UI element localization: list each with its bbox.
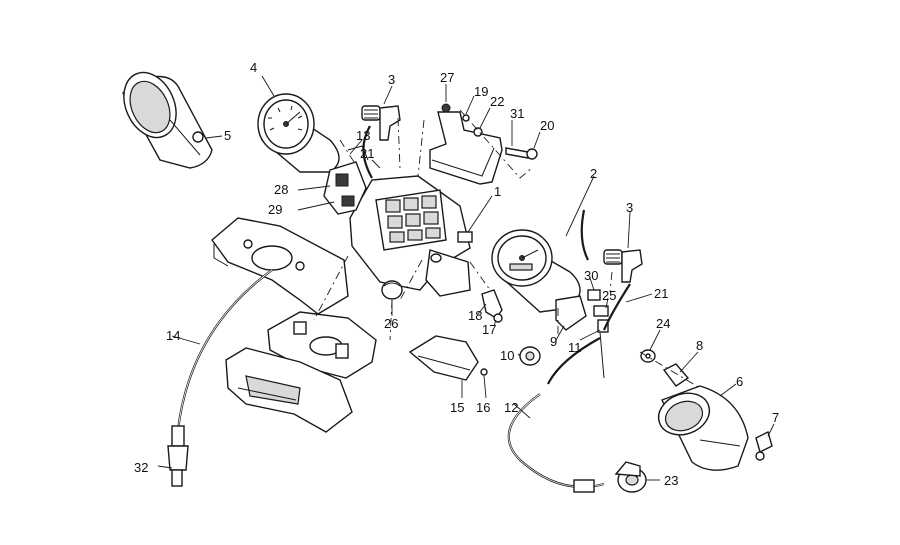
gauge-cup-left bbox=[122, 71, 213, 169]
callout-3-lower: 3 bbox=[626, 200, 633, 215]
speed-sensor bbox=[614, 461, 647, 493]
callout-1: 1 bbox=[494, 184, 501, 199]
speedometer bbox=[491, 229, 587, 331]
instrument-cover-upper bbox=[211, 217, 349, 315]
callout-7: 7 bbox=[772, 410, 779, 425]
speedo-hose bbox=[602, 283, 631, 331]
washer bbox=[640, 349, 656, 363]
callout-27: 27 bbox=[440, 70, 454, 85]
callout-21-lower: 21 bbox=[654, 286, 668, 301]
callout-2: 2 bbox=[590, 166, 597, 181]
callout-labels: 4 3 27 19 22 31 20 5 13 21 28 29 1 2 3 3… bbox=[134, 60, 779, 488]
callout-10: 10 bbox=[500, 348, 514, 363]
callout-11: 11 bbox=[568, 340, 582, 355]
callout-8: 8 bbox=[696, 338, 703, 353]
callout-14: 14 bbox=[166, 328, 180, 343]
callout-20: 20 bbox=[540, 118, 554, 133]
callout-15: 15 bbox=[450, 400, 464, 415]
angle-fitting-lower bbox=[603, 249, 643, 283]
leader-lines bbox=[157, 75, 775, 481]
callout-16: 16 bbox=[476, 400, 490, 415]
gasket bbox=[408, 335, 488, 381]
callout-17: 17 bbox=[482, 322, 496, 337]
tacho-hose bbox=[362, 125, 373, 179]
callout-12: 12 bbox=[504, 400, 518, 415]
mounting-bracket bbox=[429, 103, 538, 185]
callout-29: 29 bbox=[268, 202, 282, 217]
speedo-cable-stub bbox=[580, 209, 589, 261]
callout-32: 32 bbox=[134, 460, 148, 475]
angle-fitting-upper bbox=[361, 105, 401, 141]
callout-9: 9 bbox=[550, 334, 557, 349]
callout-19: 19 bbox=[474, 84, 488, 99]
callout-31: 31 bbox=[510, 106, 524, 121]
callout-5: 5 bbox=[224, 128, 231, 143]
callout-18: 18 bbox=[468, 308, 482, 323]
cable-end-fitting bbox=[167, 425, 595, 493]
callout-30: 30 bbox=[584, 268, 598, 283]
spacer bbox=[662, 363, 690, 387]
screw bbox=[755, 430, 773, 461]
callout-21-upper: 21 bbox=[360, 146, 374, 161]
switch-block bbox=[323, 145, 369, 215]
tachometer bbox=[257, 93, 340, 173]
callout-28: 28 bbox=[274, 182, 288, 197]
callout-22: 22 bbox=[490, 94, 504, 109]
nut bbox=[519, 346, 541, 366]
callout-25: 25 bbox=[602, 288, 616, 303]
callout-4: 4 bbox=[250, 60, 257, 75]
wire-lead bbox=[547, 337, 601, 385]
callout-3-upper: 3 bbox=[388, 72, 395, 87]
callout-13: 13 bbox=[356, 128, 370, 143]
assembly-lines bbox=[313, 109, 701, 389]
warning-light-panel bbox=[349, 175, 473, 297]
instrument-tray bbox=[225, 347, 353, 433]
callout-26: 26 bbox=[384, 316, 398, 331]
callout-23: 23 bbox=[664, 473, 678, 488]
rubber-cap bbox=[381, 280, 403, 300]
gauge-cup-right bbox=[657, 385, 749, 471]
cables bbox=[176, 125, 631, 488]
callout-6: 6 bbox=[736, 374, 743, 389]
callout-24: 24 bbox=[656, 316, 670, 331]
